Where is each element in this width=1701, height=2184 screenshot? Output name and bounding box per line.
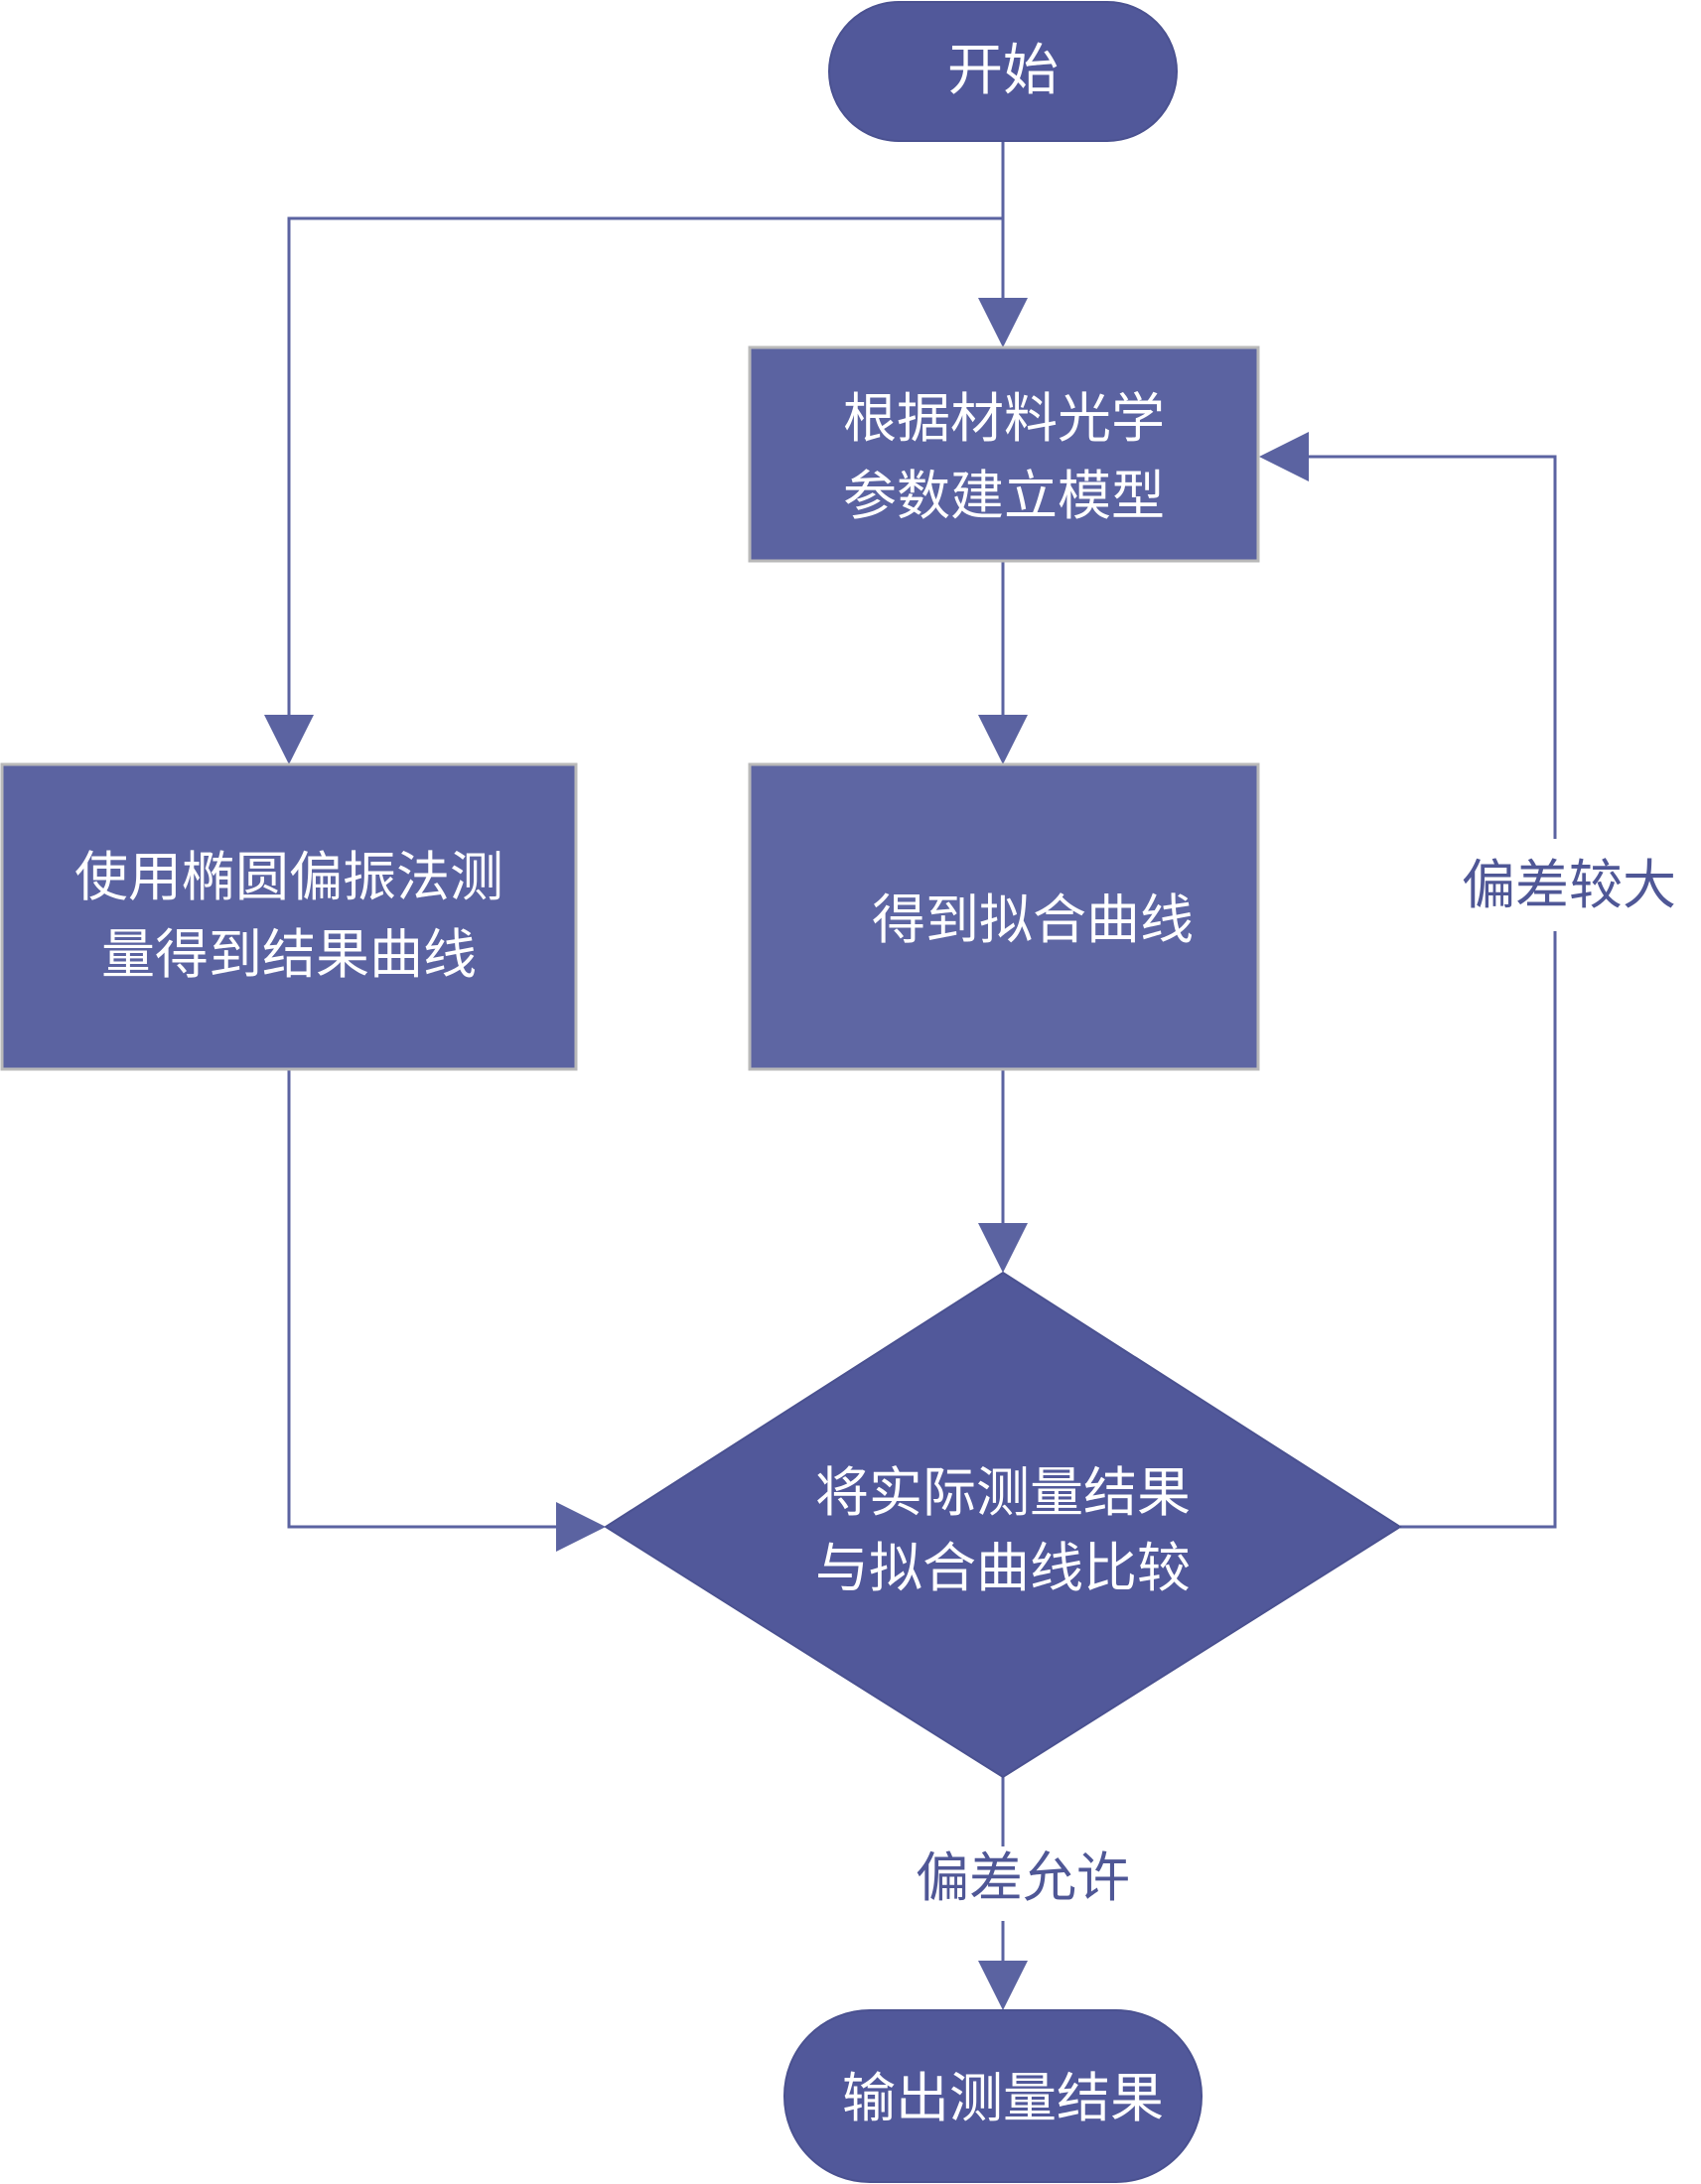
fit-shape (748, 762, 1260, 1071)
output-shape (783, 2009, 1203, 2183)
arrow-into-measure (264, 715, 314, 764)
arrow-into-output (978, 1961, 1028, 2010)
fit-label: 得到拟合曲线 (872, 888, 1194, 951)
arrow-into-model (978, 298, 1028, 347)
edges (287, 141, 1557, 1961)
measure-label-line1: 使用椭圆偏振法测 (74, 846, 503, 908)
compare-label-line1: 将实际测量结果 (815, 1461, 1191, 1524)
arrow-into-compare-top (978, 1223, 1028, 1273)
arrow-into-fit (978, 715, 1028, 764)
compare-node: 将实际测量结果 与拟合曲线比较 (604, 1271, 1402, 1779)
model-shape (748, 345, 1260, 563)
edge-compare-to-model-upper (1309, 455, 1557, 839)
edge-start-to-measure (287, 216, 1003, 715)
edge-measure-to-compare (287, 1069, 556, 1529)
model-node: 根据材料光学 参数建立模型 (748, 345, 1260, 563)
model-label-line2: 参数建立模型 (843, 465, 1165, 527)
arrowheads (264, 298, 1309, 2010)
measure-shape (0, 762, 578, 1071)
compare-label-line2: 与拟合曲线比较 (815, 1537, 1191, 1599)
output-node: 输出测量结果 (783, 2009, 1203, 2183)
measure-node: 使用椭圆偏振法测 量得到结果曲线 (0, 762, 578, 1071)
model-label-line1: 根据材料光学 (843, 387, 1165, 450)
fit-node: 得到拟合曲线 (748, 762, 1260, 1071)
start-label: 开始 (947, 39, 1059, 103)
arrow-into-model-right (1259, 432, 1309, 481)
output-label: 输出测量结果 (842, 2067, 1164, 2129)
measure-label-line2: 量得到结果曲线 (101, 923, 477, 986)
compare-shape (604, 1271, 1402, 1779)
arrow-into-compare-left (556, 1502, 606, 1552)
edge-label-deviation-large: 偏差较大 (1462, 854, 1676, 916)
edge-label-deviation-allowed: 偏差允许 (916, 1846, 1130, 1909)
start-shape (828, 1, 1178, 142)
edge-compare-to-model (1400, 931, 1557, 1529)
start-node: 开始 (828, 1, 1178, 142)
